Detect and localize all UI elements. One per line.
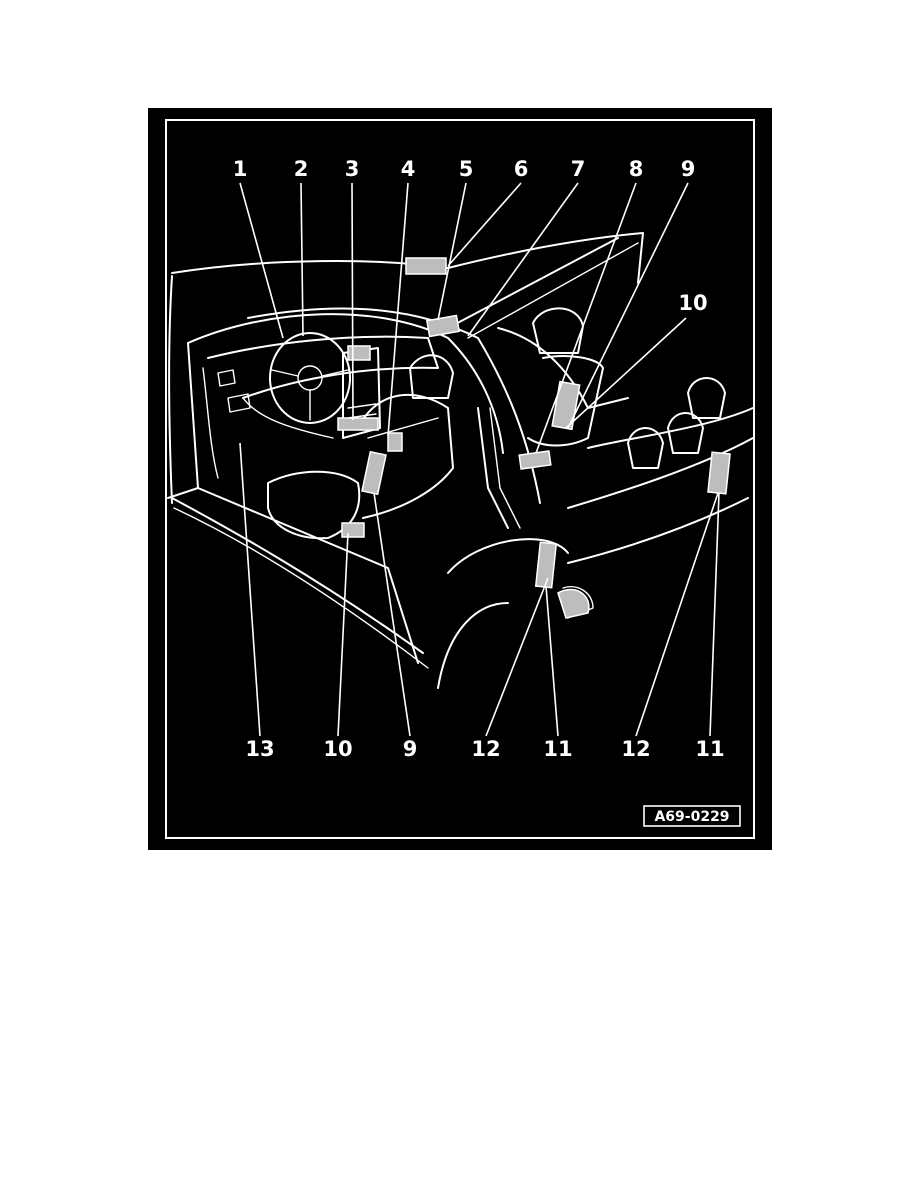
inner-frame: [165, 119, 755, 839]
component-2: [337, 417, 379, 431]
component-11-front: [534, 541, 558, 589]
car-interior-drawing: [167, 232, 754, 689]
diagram-canvas: 1 2 3 4 5 6 7 8 9 10 13 10 9 12 11 12 11…: [165, 119, 755, 839]
component-9-rear: [551, 380, 581, 431]
callout-5: 5: [459, 157, 474, 181]
callout-8: 8: [629, 157, 644, 181]
reference-code-box: A69-0229: [643, 805, 741, 827]
component-6: [405, 257, 447, 275]
component-12: [557, 588, 590, 619]
component-10-front: [341, 522, 365, 538]
callout-12-left: 12: [471, 737, 500, 761]
callout-11-right: 11: [695, 737, 724, 761]
callout-9-bottom: 9: [403, 737, 418, 761]
callout-9-top: 9: [681, 157, 696, 181]
callout-11-left: 11: [543, 737, 572, 761]
callout-10-right: 10: [678, 291, 707, 315]
callout-12-right: 12: [621, 737, 650, 761]
callouts-bottom: 13 10 9 12 11 12 11: [245, 737, 724, 761]
callout-1: 1: [233, 157, 248, 181]
component-4: [387, 432, 403, 452]
callout-4: 4: [401, 157, 416, 181]
vehicle-interior-diagram: 1 2 3 4 5 6 7 8 9 10 13 10 9 12 11 12 11…: [148, 108, 772, 850]
reference-code: A69-0229: [654, 809, 729, 825]
callout-6: 6: [514, 157, 529, 181]
callout-13: 13: [245, 737, 274, 761]
callout-7: 7: [571, 157, 586, 181]
component-9-front: [361, 450, 387, 496]
callout-3: 3: [345, 157, 360, 181]
callouts-top: 1 2 3 4 5 6 7 8 9: [233, 157, 696, 181]
component-10-rear: [518, 450, 552, 470]
callout-10-bottom: 10: [323, 737, 352, 761]
leader-lines: [239, 182, 720, 737]
component-11-rear: [707, 451, 731, 495]
component-3: [347, 345, 371, 361]
component-5: [425, 314, 461, 338]
callout-2: 2: [294, 157, 309, 181]
